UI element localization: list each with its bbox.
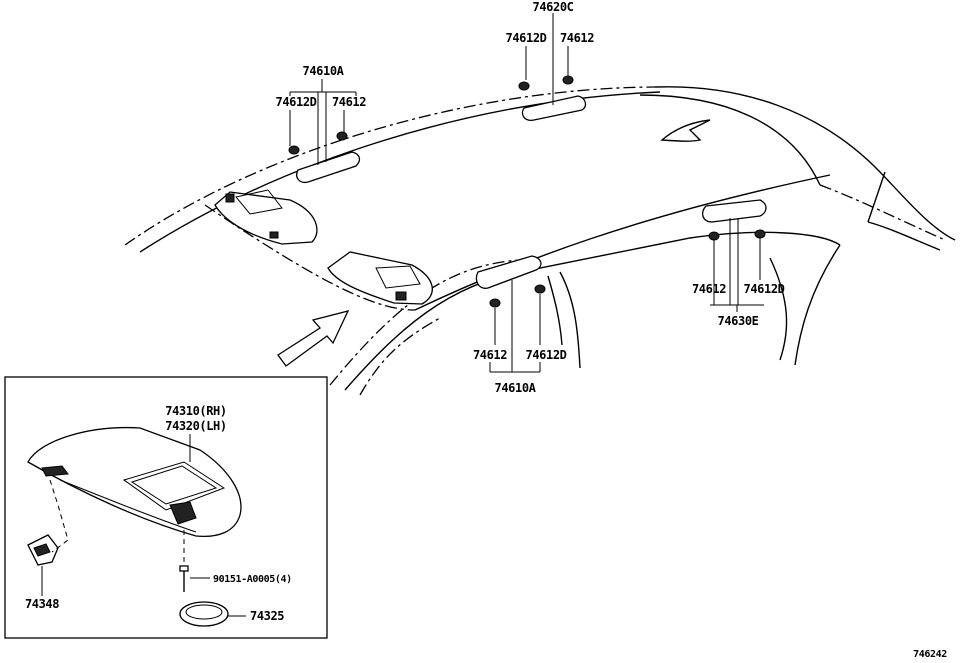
inset-leader-lines: [41, 434, 246, 617]
assist-grip-right-rear: [701, 199, 767, 241]
detail-inset-frame: [4, 376, 328, 639]
label-74320-lh: 74320(LH): [165, 419, 226, 433]
diagram-id: 746242: [913, 649, 947, 660]
label-upper-74612d: 74612D: [276, 95, 317, 109]
center-sun-visor-installed: [327, 251, 433, 305]
assist-grip-upper-left: [288, 131, 361, 184]
label-rear-74612d: 74612D: [744, 282, 785, 296]
label-rear-74612: 74612: [692, 282, 726, 296]
label-74348: 74348: [25, 597, 59, 611]
label-90151-a0005: 90151-A0005(4): [213, 574, 292, 585]
direction-arrow: [277, 310, 350, 367]
label-front-74610a: 74610A: [495, 381, 537, 395]
label-upper-74610a: 74610A: [303, 64, 345, 78]
label-74630e: 74630E: [718, 314, 759, 328]
label-74310-rh: 74310(RH): [165, 404, 226, 418]
label-74325: 74325: [250, 609, 284, 623]
detail-sun-visor: [27, 426, 242, 538]
assist-grip-top: [518, 75, 587, 121]
detail-visor-cover: [179, 601, 229, 627]
label-74620c: 74620C: [533, 0, 574, 14]
leader-lines: [289, 13, 764, 373]
label-front-74612d: 74612D: [526, 348, 567, 362]
detail-screw: [179, 565, 189, 592]
left-sun-visor-installed: [214, 189, 318, 245]
label-front-74612: 74612: [473, 348, 507, 362]
label-top-clip-74612: 74612: [560, 31, 594, 45]
label-top-clip-74612d: 74612D: [506, 31, 547, 45]
assist-grip-front: [475, 255, 546, 308]
label-upper-74612: 74612: [332, 95, 366, 109]
detail-visor-holder: [27, 534, 59, 566]
